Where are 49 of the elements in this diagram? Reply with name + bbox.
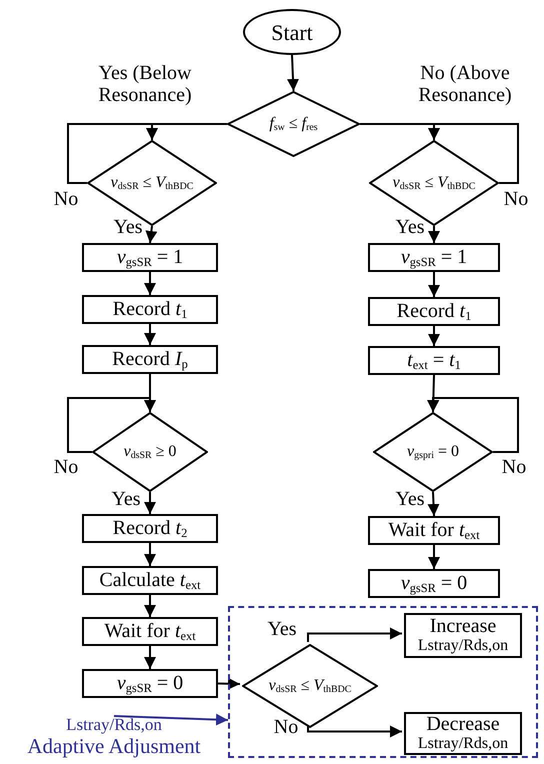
annotation-text: Lstray/Rds,on [66,716,162,735]
process-box: Wait for t$_{ext}$ [82,617,218,646]
arrow [144,492,156,514]
decision-diamond: f$_{sw}$ ≤ f$_{res}$ [227,91,360,157]
arrow [114,714,228,726]
process-box: v$_{gs}$$_{SR}$ = 0 [82,669,218,698]
arrow [287,54,299,92]
arrow [144,543,156,566]
decision-diamond: v$_{ds}$$_{SR}$ ≥ 0 [92,412,208,492]
arrow [428,123,519,184]
arrow [144,646,156,669]
arrow [218,678,240,690]
process-box: v$_{gs}$$_{SR}$ = 1 [368,243,500,272]
arrow [428,226,440,243]
process-box: Wait for t$_{ext}$ [368,516,500,545]
arrow [428,492,440,516]
process-box: Record t$_{1}$ [82,295,218,324]
arrow [144,272,156,295]
process-box: v$_{gs}$$_{SR}$ = 0 [368,569,500,598]
start-terminal: Start [243,9,341,55]
edge-label: No [52,188,80,210]
process-box: Record t$_{1}$ [368,297,500,326]
edge-label: No [500,456,528,478]
process-box: Record t$_{2}$ [82,514,218,543]
arrow [67,397,156,453]
dashed-group-box [228,606,538,758]
arrow [144,595,156,617]
edge-label: No [52,456,80,478]
process-box: Increase Lstray/Rds,on [404,613,522,658]
edge-label: No [502,188,530,210]
process-box: Record I$_{p}$ [82,345,218,374]
annotation-text: Adaptive Adjusment [27,734,201,758]
arrow [307,726,402,738]
process-box: Calculate t$_{ext}$ [82,566,218,595]
process-box: Decrease Lstray/Rds,on [404,712,522,755]
arrow [427,397,519,453]
edge-label: Yes [266,618,298,640]
arrow [428,272,440,297]
arrow [145,226,158,244]
arrow [428,326,440,346]
edge-label: No (Above Resonance) [417,62,513,106]
decision-diamond: v$_{gs}$$_{pri}$ = 0 [373,412,493,492]
process-box: v$_{gs}$$_{SR}$ = 1 [82,243,218,272]
arrow [67,123,158,184]
arrow [307,628,402,642]
process-box: t$_{ext}$ = t$_{1}$ [368,346,500,375]
arrow [428,545,440,569]
edge-label: Yes (Below Resonance) [97,62,193,106]
arrow [144,324,156,345]
